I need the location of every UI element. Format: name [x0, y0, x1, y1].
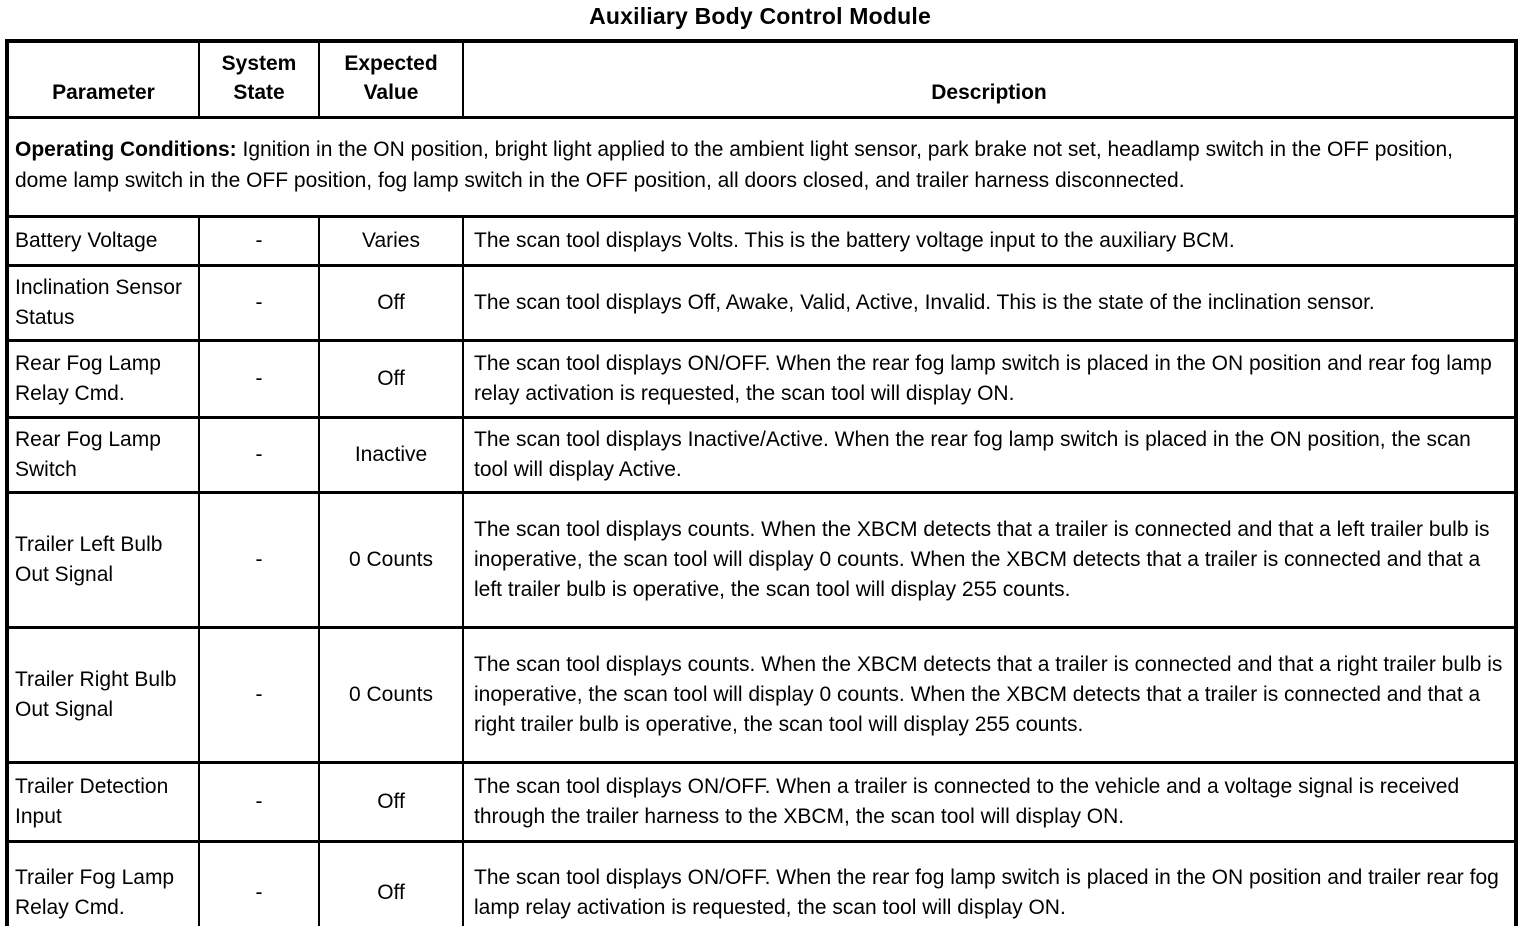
parameter-cell: Battery Voltage [6, 215, 200, 267]
table-row: Rear Fog Lamp Switch - Inactive The scan… [6, 416, 1517, 494]
system-state-cell: - [198, 264, 320, 342]
expected-value-cell: 0 Counts [318, 491, 464, 629]
expected-value-cell: Off [318, 339, 464, 419]
table-row: Trailer Right Bulb Out Signal - 0 Counts… [6, 626, 1517, 764]
expected-value-cell: Varies [318, 215, 464, 267]
expected-value-cell: Off [318, 761, 464, 843]
expected-value-cell: Inactive [318, 416, 464, 494]
system-state-cell: - [198, 491, 320, 629]
description-cell: The scan tool displays ON/OFF. When the … [462, 840, 1517, 926]
description-cell: The scan tool displays ON/OFF. When a tr… [462, 761, 1517, 843]
table-row: Battery Voltage - Varies The scan tool d… [6, 215, 1517, 267]
operating-conditions-text: Ignition in the ON position, bright ligh… [15, 138, 1453, 192]
description-cell: The scan tool displays counts. When the … [462, 491, 1517, 629]
system-state-cell: - [198, 416, 320, 494]
description-cell: The scan tool displays Inactive/Active. … [462, 416, 1517, 494]
parameter-cell: Rear Fog Lamp Switch [6, 416, 200, 494]
table-row: Trailer Fog Lamp Relay Cmd. - Off The sc… [6, 840, 1517, 926]
table-row: Rear Fog Lamp Relay Cmd. - Off The scan … [6, 339, 1517, 419]
system-state-cell: - [198, 761, 320, 843]
parameter-cell: Rear Fog Lamp Relay Cmd. [6, 339, 200, 419]
col-header-description: Description [462, 39, 1517, 119]
col-header-parameter: Parameter [6, 39, 200, 119]
expected-value-cell: Off [318, 840, 464, 926]
expected-value-cell: Off [318, 264, 464, 342]
parameter-cell: Trailer Detection Input [6, 761, 200, 843]
description-cell: The scan tool displays Off, Awake, Valid… [462, 264, 1517, 342]
system-state-cell: - [198, 215, 320, 267]
system-state-cell: - [198, 339, 320, 419]
description-cell: The scan tool displays counts. When the … [462, 626, 1517, 764]
parameter-cell: Trailer Right Bulb Out Signal [6, 626, 200, 764]
description-cell: The scan tool displays ON/OFF. When the … [462, 339, 1517, 419]
page-title: Auxiliary Body Control Module [589, 3, 931, 29]
system-state-cell: - [198, 840, 320, 926]
table-row: Inclination Sensor Status - Off The scan… [6, 264, 1517, 342]
table-row: Trailer Left Bulb Out Signal - 0 Counts … [6, 491, 1517, 629]
col-header-expected-value: Expected Value [318, 39, 464, 119]
system-state-cell: - [198, 626, 320, 764]
operating-conditions-row: Operating Conditions: Ignition in the ON… [6, 116, 1517, 218]
header-row: Parameter System State Expected Value De… [6, 39, 1517, 119]
parameter-cell: Trailer Fog Lamp Relay Cmd. [6, 840, 200, 926]
col-header-system-state: System State [198, 39, 320, 119]
table-row: Trailer Detection Input - Off The scan t… [6, 761, 1517, 843]
parameter-cell: Inclination Sensor Status [6, 264, 200, 342]
parameter-cell: Trailer Left Bulb Out Signal [6, 491, 200, 629]
operating-conditions-label: Operating Conditions: [15, 138, 237, 161]
expected-value-cell: 0 Counts [318, 626, 464, 764]
parameter-data-table: Parameter System State Expected Value De… [5, 39, 1518, 926]
operating-conditions-cell: Operating Conditions: Ignition in the ON… [6, 116, 1517, 218]
description-cell: The scan tool displays Volts. This is th… [462, 215, 1517, 267]
